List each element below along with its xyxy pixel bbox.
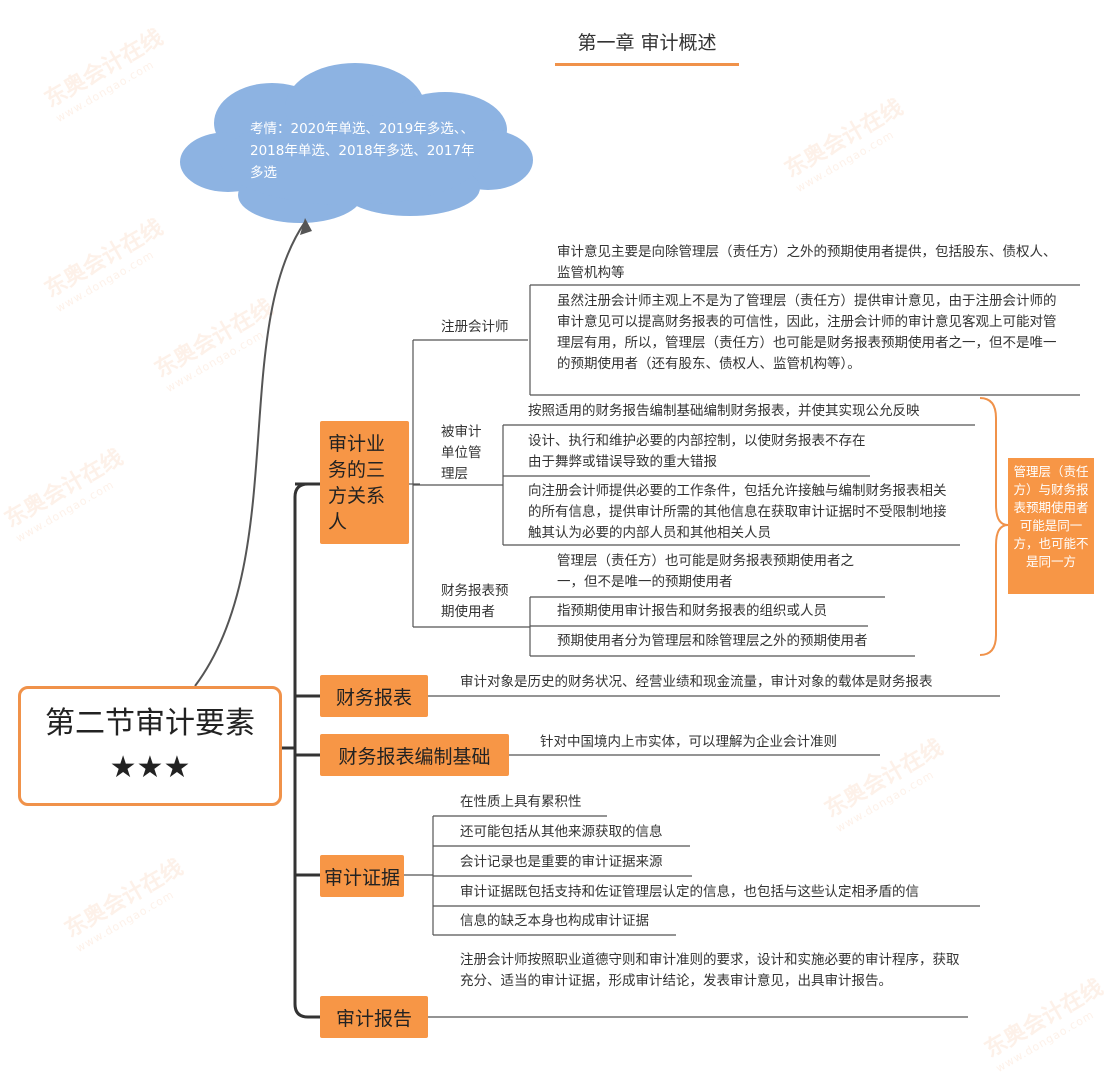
auditee-note: 设计、执行和维护必要的内部控制，以使财务报表不存在由于舞弊或错误导致的重大错报 (528, 433, 866, 470)
cpa-note: 审计意见主要是向除管理层（责任方）之外的预期使用者提供，包括股东、债权人、监管机… (557, 244, 1057, 281)
exam-note-cloud (180, 63, 533, 223)
connector-lines (180, 63, 1080, 1019)
node-cpa[interactable]: 注册会计师 (441, 319, 509, 335)
statements-note: 审计对象是历史的财务状况、经营业绩和现金流量，审计对象的载体是财务报表 (460, 674, 933, 690)
branch-report[interactable]: 审计报告 (320, 996, 428, 1038)
exam-note: 考情：2020年单选、2019年多选、、2018年单选、2018年多选、2017… (250, 121, 475, 181)
node-users[interactable]: 财务报表预期使用者 (441, 583, 509, 620)
branch-framework[interactable]: 财务报表编制基础 (320, 734, 509, 776)
evidence-note: 会计记录也是重要的审计证据来源 (460, 854, 663, 870)
evidence-note: 信息的缺乏本身也构成审计证据 (460, 913, 649, 929)
users-note: 指预期使用审计报告和财务报表的组织或人员 (557, 603, 827, 619)
report-note: 注册会计师按照职业道德守则和审计准则的要求，设计和实施必要的审计程序，获取充分、… (460, 952, 960, 989)
branch-evidence[interactable]: 审计证据 (320, 855, 404, 897)
branch-statements[interactable]: 财务报表 (320, 675, 428, 717)
chapter-title: 第一章 审计概述 (555, 28, 739, 66)
cpa-note: 虽然注册会计师主观上不是为了管理层（责任方）提供审计意见，由于注册会计师的审计意… (557, 293, 1057, 372)
node-auditee[interactable]: 被审计单位管理层 (441, 424, 482, 482)
evidence-note: 还可能包括从其他来源获取的信息 (460, 824, 663, 840)
framework-note: 针对中国境内上市实体，可以理解为企业会计准则 (540, 734, 837, 750)
branch-three-party[interactable]: 审计业务的三方关系人 (320, 421, 409, 544)
evidence-note: 审计证据既包括支持和佐证管理层认定的信息，也包括与这些认定相矛盾的信 (460, 884, 919, 900)
auditee-note: 向注册会计师提供必要的工作条件，包括允许接触与编制财务报表相关的所有信息，提供审… (528, 483, 947, 541)
evidence-note: 在性质上具有累积性 (460, 794, 582, 810)
side-note-box: 管理层（责任方）与财务报表预期使用者可能是同一方，也可能不是同一方 (1008, 458, 1094, 594)
root-node[interactable]: 第二节审计要素★★★ (18, 686, 282, 806)
auditee-note: 按照适用的财务报告编制基础编制财务报表，并使其实现公允反映 (528, 403, 920, 419)
users-note: 预期使用者分为管理层和除管理层之外的预期使用者 (557, 633, 868, 649)
users-note: 管理层（责任方）也可能是财务报表预期使用者之一，但不是唯一的预期使用者 (557, 553, 854, 590)
